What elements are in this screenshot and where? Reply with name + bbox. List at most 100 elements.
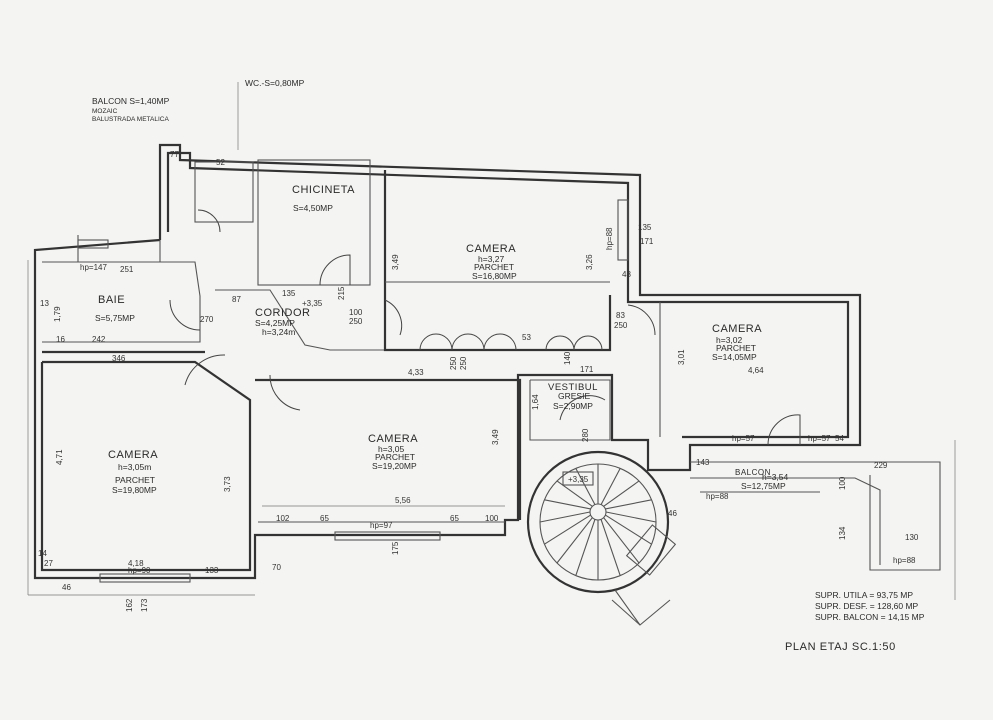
dim-471: 4,71 (55, 449, 64, 465)
room-labels: CHICINETA S=4,50MP BAIE S=5,75MP CORIDOR… (95, 184, 789, 495)
stair-tread (605, 511, 657, 523)
door-arch-1 (419, 333, 453, 351)
summary: SUPR. UTILA = 93,75 MP SUPR. DESF. = 128… (785, 590, 925, 653)
door-balcon (767, 414, 801, 446)
dim-301: 3,01 (677, 349, 686, 365)
stair-tread (556, 517, 593, 564)
dim-164: 1,64 (531, 394, 540, 410)
dim-hp147: hp=147 (80, 263, 107, 272)
room-chicineta-name: CHICINETA (292, 184, 355, 196)
stair-tread (603, 480, 640, 507)
dim-250a: 250 (349, 317, 363, 326)
room-vestibul-area: S=2,90MP (553, 401, 593, 411)
room-camera-left-area: S=19,80MP (112, 485, 157, 495)
dim-349b: 3,49 (491, 429, 500, 445)
note-balcon-balustrada: BALUSTRADA METALICA (92, 116, 169, 123)
stair-tread (600, 468, 621, 505)
dim-326: 3,26 (585, 254, 594, 270)
dim-46a: 46 (62, 583, 71, 592)
dim-464: 4,64 (748, 366, 764, 375)
wall-camera-top (383, 170, 612, 352)
dim-175: 175 (391, 541, 400, 555)
dim-335b-box (562, 471, 594, 486)
room-vestibul-name: VESTIBUL (548, 382, 598, 393)
dim-373: 3,73 (223, 476, 232, 492)
dim-77: 77 (170, 150, 179, 159)
wall-camera-center (255, 378, 522, 520)
room-camera-top-height: h=3,27 (478, 254, 505, 264)
dim-102: 102 (276, 514, 290, 523)
dim-349: 3,49 (391, 254, 400, 270)
spiral-stair (526, 450, 671, 626)
dim-87: 87 (232, 295, 241, 304)
door-camera-right (627, 304, 656, 336)
dim-134: 134 (838, 526, 847, 540)
wall-coridor (215, 289, 385, 351)
stair-tread (544, 514, 591, 545)
wall-vestibul (529, 379, 611, 441)
stair-tread (605, 499, 652, 510)
door-baie (169, 299, 201, 331)
door-arch-4 (545, 335, 575, 351)
stair-tread (600, 519, 621, 576)
window-stair (625, 524, 677, 576)
summary-desf: SUPR. DESF. = 128,60 MP (815, 601, 919, 611)
dim-hp97: hp=97 (370, 521, 393, 530)
dim-46b: 46 (668, 509, 677, 518)
room-camera-left-name: CAMERA (108, 449, 158, 461)
dim-250b: 250 (614, 321, 628, 330)
dim-53: 53 (522, 333, 531, 342)
dim-hp88c: hp=88 (893, 556, 916, 565)
stair-tread (544, 499, 591, 510)
room-baie-area: S=5,75MP (95, 313, 135, 323)
notes: BALCON S=1,40MP MOZAIC BALUSTRADA METALI… (92, 78, 305, 150)
door-wc (197, 209, 221, 233)
dim-27: 27 (44, 559, 53, 568)
room-camera-top-name: CAMERA (466, 243, 516, 255)
stair-tread (603, 517, 640, 564)
stair-tread (575, 519, 596, 576)
dim-346: 346 (112, 354, 126, 363)
room-balcon-height: h=3,54 (762, 472, 789, 482)
door-arch-5 (573, 335, 603, 351)
window-left-bottom (99, 573, 191, 583)
note-balcon-mozaic: MOZAIC (92, 108, 118, 115)
dim-143: 143 (696, 458, 710, 467)
room-camera-left-floor: PARCHET (115, 475, 155, 485)
dimensions: 77 52 135 171 48 3,49 3,26 hp=88 hp=147 … (27, 150, 956, 612)
dim-130: 130 (905, 533, 919, 542)
room-camera-center-name: CAMERA (368, 433, 418, 445)
room-balcon-name: BALCON (735, 468, 771, 477)
door-camera-center (269, 374, 301, 411)
dim-52: 52 (216, 158, 225, 167)
dim-335a: +3,35 (302, 299, 323, 308)
wall-balcon-inner (690, 477, 881, 565)
window-small-balcony (77, 239, 109, 249)
dim-54: 54 (835, 434, 844, 443)
dim-242: 242 (92, 335, 106, 344)
stair-arrow-line (611, 599, 641, 626)
dim-100a: 100 (349, 308, 363, 317)
room-camera-center-area: S=19,20MP (372, 461, 417, 471)
dim-250d: 250 (459, 356, 468, 370)
dim-135a: 135 (638, 223, 652, 232)
stair-arrow (614, 589, 671, 626)
dim-171b: 171 (580, 365, 594, 374)
dim-215: 215 (337, 286, 346, 300)
dim-335b: +3,35 (568, 475, 589, 484)
dim-418: 4,18 (128, 559, 144, 568)
dim-556: 5,56 (395, 496, 411, 505)
stair-tread (575, 468, 596, 505)
stair-treads (539, 464, 657, 580)
wall-balcon (690, 461, 941, 571)
dim-162: 162 (125, 598, 134, 612)
room-balcon-area: S=12,75MP (741, 481, 786, 491)
door-camera-left (184, 354, 226, 386)
dim-229: 229 (874, 461, 888, 470)
door-chicineta (319, 254, 351, 286)
room-chicineta-area: S=4,50MP (293, 203, 333, 213)
dim-70: 70 (272, 563, 281, 572)
dim-433: 4,33 (408, 368, 424, 377)
dim-13: 13 (40, 299, 49, 308)
